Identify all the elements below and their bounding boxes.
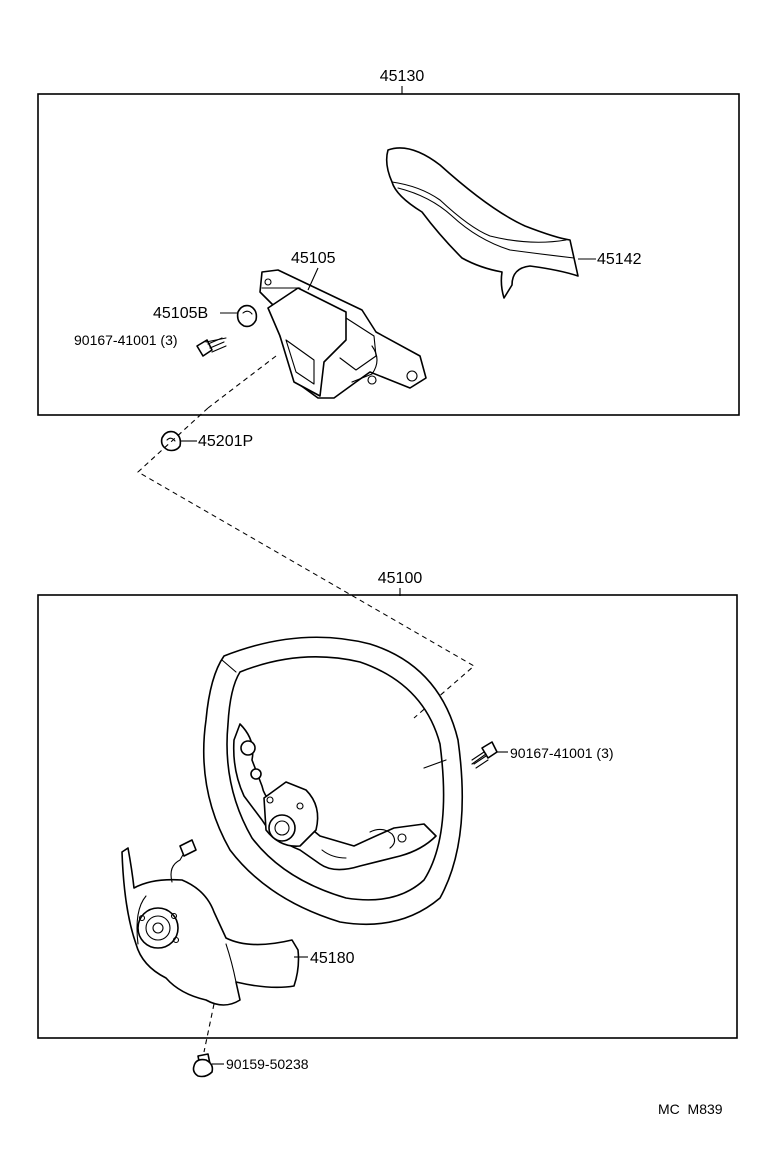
pad-cover-45142	[385, 147, 579, 299]
group-label-45100: 45100	[378, 570, 423, 587]
label-45180: 45180	[310, 950, 355, 967]
lower-cover-45180	[121, 839, 300, 1006]
figure-code: MC M839	[658, 1101, 723, 1117]
group-45100: 45100 90167-41001 (3)	[37, 570, 738, 1053]
screw-lower	[471, 741, 498, 769]
dashed-connector-bolt	[203, 1003, 215, 1053]
label-bolt: 90159-50238	[226, 1056, 309, 1072]
steering-wheel	[202, 636, 464, 925]
label-45105b: 45105B	[153, 305, 208, 322]
label-45142: 45142	[597, 251, 642, 268]
bracket-45105b	[236, 304, 258, 328]
leader-45105	[307, 267, 319, 291]
label-screw-upper: 90167-41001 (3)	[74, 332, 178, 348]
group-label-45130: 45130	[380, 68, 425, 85]
label-45105: 45105	[291, 250, 336, 267]
group-45130: 45130 45142 45105 4510	[37, 68, 740, 416]
dashed-connector-upper	[207, 355, 277, 409]
screw-upper	[196, 337, 227, 357]
horn-pad-45105	[259, 269, 427, 399]
label-screw-lower: 90167-41001 (3)	[510, 745, 614, 761]
dashed-connector-main	[137, 407, 475, 719]
group-box-upper	[37, 93, 740, 416]
group-box-lower	[37, 594, 738, 1039]
label-45201p: 45201P	[198, 433, 253, 450]
bolt-90159-50238	[192, 1053, 214, 1078]
